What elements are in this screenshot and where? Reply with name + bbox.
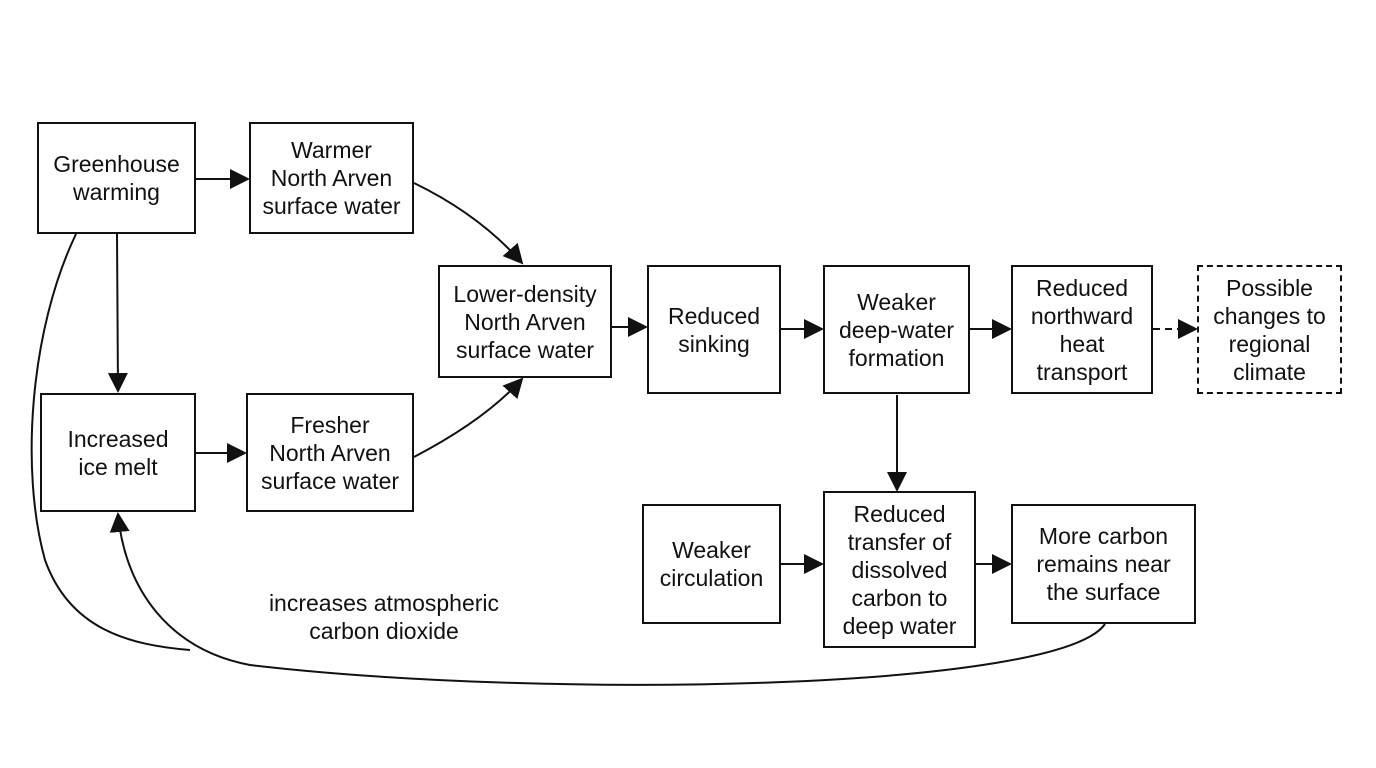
arrow-fresher-to-lower-density xyxy=(413,377,524,458)
node-label: Warmer North Arven surface water xyxy=(262,137,401,219)
arrow-feedback-to-ice-melt xyxy=(109,512,1106,686)
node-label: Reduced northward heat transport xyxy=(1030,274,1134,385)
node-warmer-surface-water: Warmer North Arven surface water xyxy=(249,122,414,234)
node-reduced-sinking: Reduced sinking xyxy=(647,265,781,394)
node-more-carbon-near-surface: More carbon remains near the surface xyxy=(1011,504,1196,624)
node-reduced-carbon-transfer: Reduced transfer of dissolved carbon to … xyxy=(823,491,976,648)
node-weaker-circulation: Weaker circulation xyxy=(642,504,781,624)
curve-greenhouse-loop xyxy=(30,233,191,651)
arrow-greenhouse-to-ice-melt xyxy=(107,233,128,393)
node-label: More carbon remains near the surface xyxy=(1036,523,1171,605)
node-fresher-surface-water: Fresher North Arven surface water xyxy=(246,393,414,512)
node-label: Increased ice melt xyxy=(67,425,169,480)
node-greenhouse-warming: Greenhouse warming xyxy=(37,122,196,234)
node-reduced-heat-transport: Reduced northward heat transport xyxy=(1011,265,1153,394)
arrow-warmer-to-lower-density xyxy=(413,182,524,265)
node-label: Lower-density North Arven surface water xyxy=(453,280,597,363)
node-lower-density-surface-water: Lower-density North Arven surface water xyxy=(438,265,612,378)
node-label: Weaker circulation xyxy=(659,537,764,591)
node-possible-climate-changes: Possible changes to regional climate xyxy=(1197,265,1342,394)
node-increased-ice-melt: Increased ice melt xyxy=(40,393,196,512)
node-label: Possible changes to regional climate xyxy=(1213,274,1326,385)
node-label: Weaker deep-water formation xyxy=(838,288,955,371)
node-label: Reduced sinking xyxy=(667,302,761,357)
feedback-edge-label: increases atmospheric carbon dioxide xyxy=(268,590,500,644)
node-label: Reduced transfer of dissolved carbon to … xyxy=(842,500,957,639)
node-label: Fresher North Arven surface water xyxy=(260,411,400,494)
node-weaker-deep-water-formation: Weaker deep-water formation xyxy=(823,265,970,394)
node-label: Greenhouse warming xyxy=(53,151,180,205)
